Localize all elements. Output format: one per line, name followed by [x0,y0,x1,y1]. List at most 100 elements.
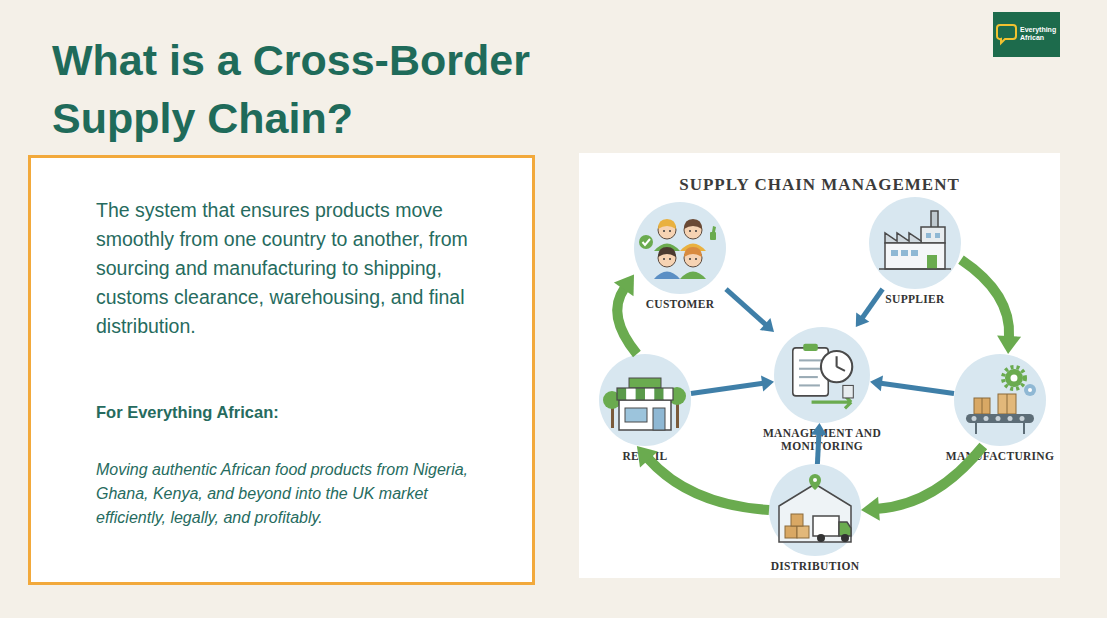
node-artwork [774,327,870,423]
arrow-head [614,275,634,297]
artwork-part [841,534,849,542]
definition-box: The system that ensures products move sm… [28,155,535,585]
flow-arrow [870,376,954,394]
artwork-part [645,388,654,400]
artwork-part [984,416,989,421]
node-artwork [769,464,861,556]
artwork-part [1008,416,1013,421]
stage-circle: RETAIL [599,354,691,446]
arrow-head [811,423,827,435]
artwork-part [634,202,726,294]
artwork-part [680,272,706,280]
artwork-part [1028,388,1032,392]
slide-title: What is a Cross-Border Supply Chain? [52,31,582,147]
artwork-part [911,250,918,256]
artwork-part [664,388,673,400]
artwork-part [684,247,702,257]
arrow-line [878,446,983,509]
arrow-head [861,497,880,521]
artwork-part [972,416,977,421]
artwork-part [676,404,679,428]
arrow-line [648,459,769,510]
logo-text: Everything African [1020,26,1058,42]
artwork-part [921,227,945,243]
artwork-part [785,526,797,538]
artwork-part [689,258,691,260]
artwork-part [974,398,990,414]
stage-circle: SUPPLIER [869,197,961,289]
node-artwork [599,354,691,446]
artwork-part [954,354,1046,446]
artwork-part [695,258,697,260]
artwork-part [869,197,961,289]
artwork-part [774,327,870,423]
artwork-part [879,268,951,270]
artwork-part [611,406,614,428]
artwork-part [975,423,977,434]
artwork-part [626,388,635,400]
artwork-part [639,235,653,249]
artwork-part [1023,423,1025,434]
artwork-part [636,388,645,400]
artwork-part [966,414,1034,423]
artwork-part [885,243,945,269]
artwork-part [625,408,647,422]
artwork-part [617,388,673,400]
artwork-part [821,351,852,382]
artwork-part [901,250,908,256]
artwork-part [799,376,818,378]
node-artwork [634,202,726,294]
arrow-head [761,376,774,392]
artwork-part [817,534,825,542]
artwork-part [837,356,845,371]
italic-text: Moving authentic African food products f… [96,458,481,530]
artwork-part [1005,369,1023,387]
artwork-part [712,226,716,232]
artwork-part [998,394,1016,414]
artwork-part [654,388,663,400]
flow-arrow [726,289,774,332]
artwork-part [1020,416,1025,421]
arrow-line [961,260,1009,337]
artwork-part [885,233,921,243]
artwork-part [843,385,853,398]
artwork-part [926,233,931,238]
flow-arrow [961,260,1021,354]
artwork-part [617,388,626,400]
artwork-part [654,272,680,280]
artwork-part [695,230,697,232]
artwork-part [797,526,809,538]
arrow-head [760,318,774,332]
node-artwork [954,354,1046,446]
artwork-part [1011,375,1018,382]
flow-arrow [861,446,983,521]
artwork-part [599,354,691,446]
flow-arrow [811,423,827,464]
artwork-part [839,522,851,536]
subheading: For Everything African: [96,401,279,423]
stage-label: MANAGEMENT AND MONITORING [761,427,883,453]
artwork-part [809,474,821,490]
panel-heading: SUPPLY CHAIN MANAGEMENT [579,175,1060,195]
stage-label: MANUFACTURING [946,450,1054,463]
brand-logo: Everything African [993,12,1060,57]
artwork-part [779,484,851,542]
artwork-part [619,400,671,430]
artwork-part [1003,367,1025,389]
arrow-line [617,289,637,355]
artwork-part [629,378,661,388]
artwork-part [769,464,861,556]
artwork-part [658,219,676,229]
artwork-part [799,368,822,370]
stage-label: CUSTOMER [646,298,715,311]
arrow-line [726,289,766,325]
artwork-part [935,233,940,238]
arrow-line [691,383,763,393]
stage-label: DISTRIBUTION [771,560,860,573]
stage-circle: MANUFACTURING [954,354,1046,446]
artwork-part [891,250,898,256]
stage-label: SUPPLIER [885,293,944,306]
artwork-part [663,230,665,232]
